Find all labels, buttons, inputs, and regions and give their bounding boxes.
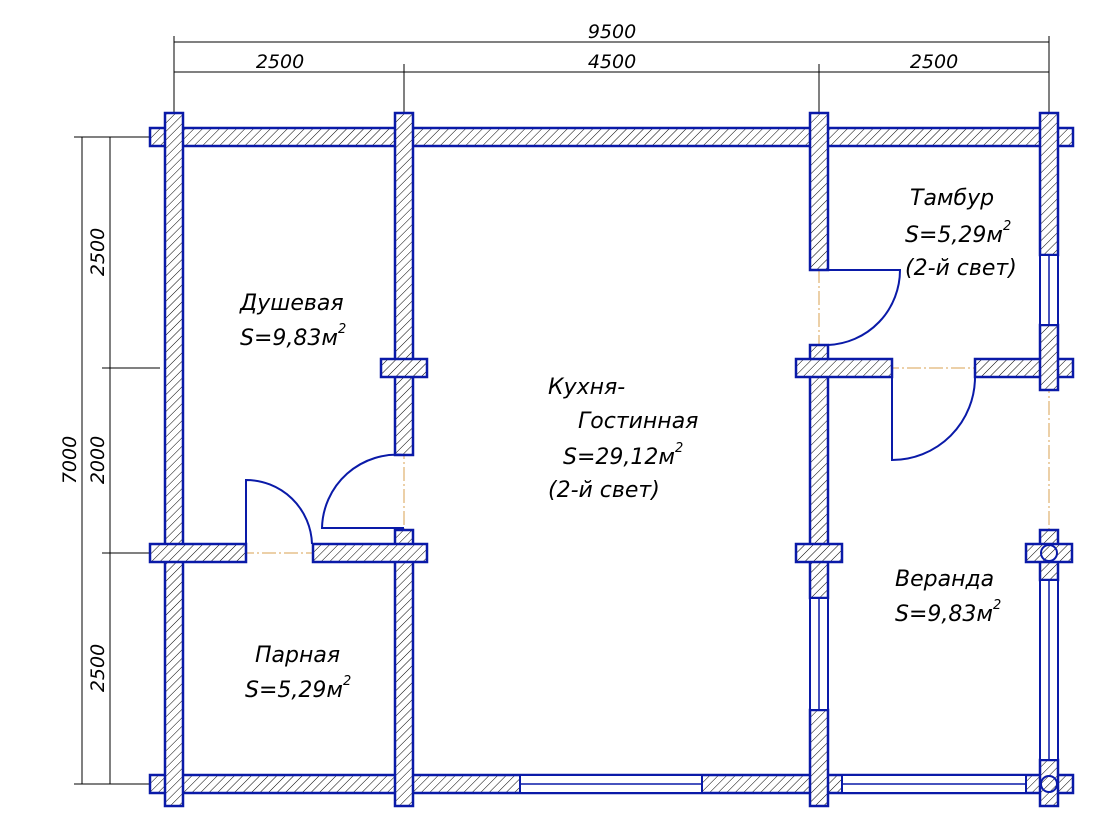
svg-text:S=29,12м2: S=29,12м2 xyxy=(563,441,683,470)
room-tambur: Тамбур S=5,29м2 (2-й свет) xyxy=(905,186,1017,281)
svg-text:S=5,29м2: S=5,29м2 xyxy=(905,219,1011,248)
room-veranda: Веранда S=9,83м2 xyxy=(895,567,1001,627)
svg-text:Тамбур: Тамбур xyxy=(910,186,994,211)
dim-height-2: 2000 xyxy=(87,436,109,484)
dim-width-3: 2500 xyxy=(910,51,958,73)
room-parnaya: Парная S=5,29м2 xyxy=(245,643,351,703)
dim-height-3: 2500 xyxy=(87,644,109,692)
svg-text:Кухня-: Кухня- xyxy=(548,375,625,400)
dimension-lines xyxy=(74,36,1050,785)
room-dushevaya: Душевая S=9,83м2 xyxy=(239,291,346,351)
doors xyxy=(245,269,976,545)
dim-height-1: 2500 xyxy=(87,228,109,276)
svg-text:Душевая: Душевая xyxy=(239,291,344,316)
svg-text:S=5,29м2: S=5,29м2 xyxy=(245,674,351,703)
dim-width-1: 2500 xyxy=(256,51,304,73)
svg-text:Гостинная: Гостинная xyxy=(578,409,698,434)
svg-text:Парная: Парная xyxy=(255,643,340,668)
svg-text:S=9,83м2: S=9,83м2 xyxy=(240,322,346,351)
svg-text:S=9,83м2: S=9,83м2 xyxy=(895,598,1001,627)
svg-text:Веранда: Веранда xyxy=(895,567,994,592)
svg-text:(2-й свет): (2-й свет) xyxy=(905,256,1017,281)
dim-width-2: 4500 xyxy=(588,51,636,73)
dim-total-width: 9500 xyxy=(588,21,636,43)
room-kitchen-living: Кухня- Гостинная S=29,12м2 (2-й свет) xyxy=(548,375,698,503)
walls xyxy=(148,111,1075,808)
svg-text:(2-й свет): (2-й свет) xyxy=(548,478,660,503)
windows xyxy=(519,254,1059,794)
dim-total-height: 7000 xyxy=(59,436,81,484)
